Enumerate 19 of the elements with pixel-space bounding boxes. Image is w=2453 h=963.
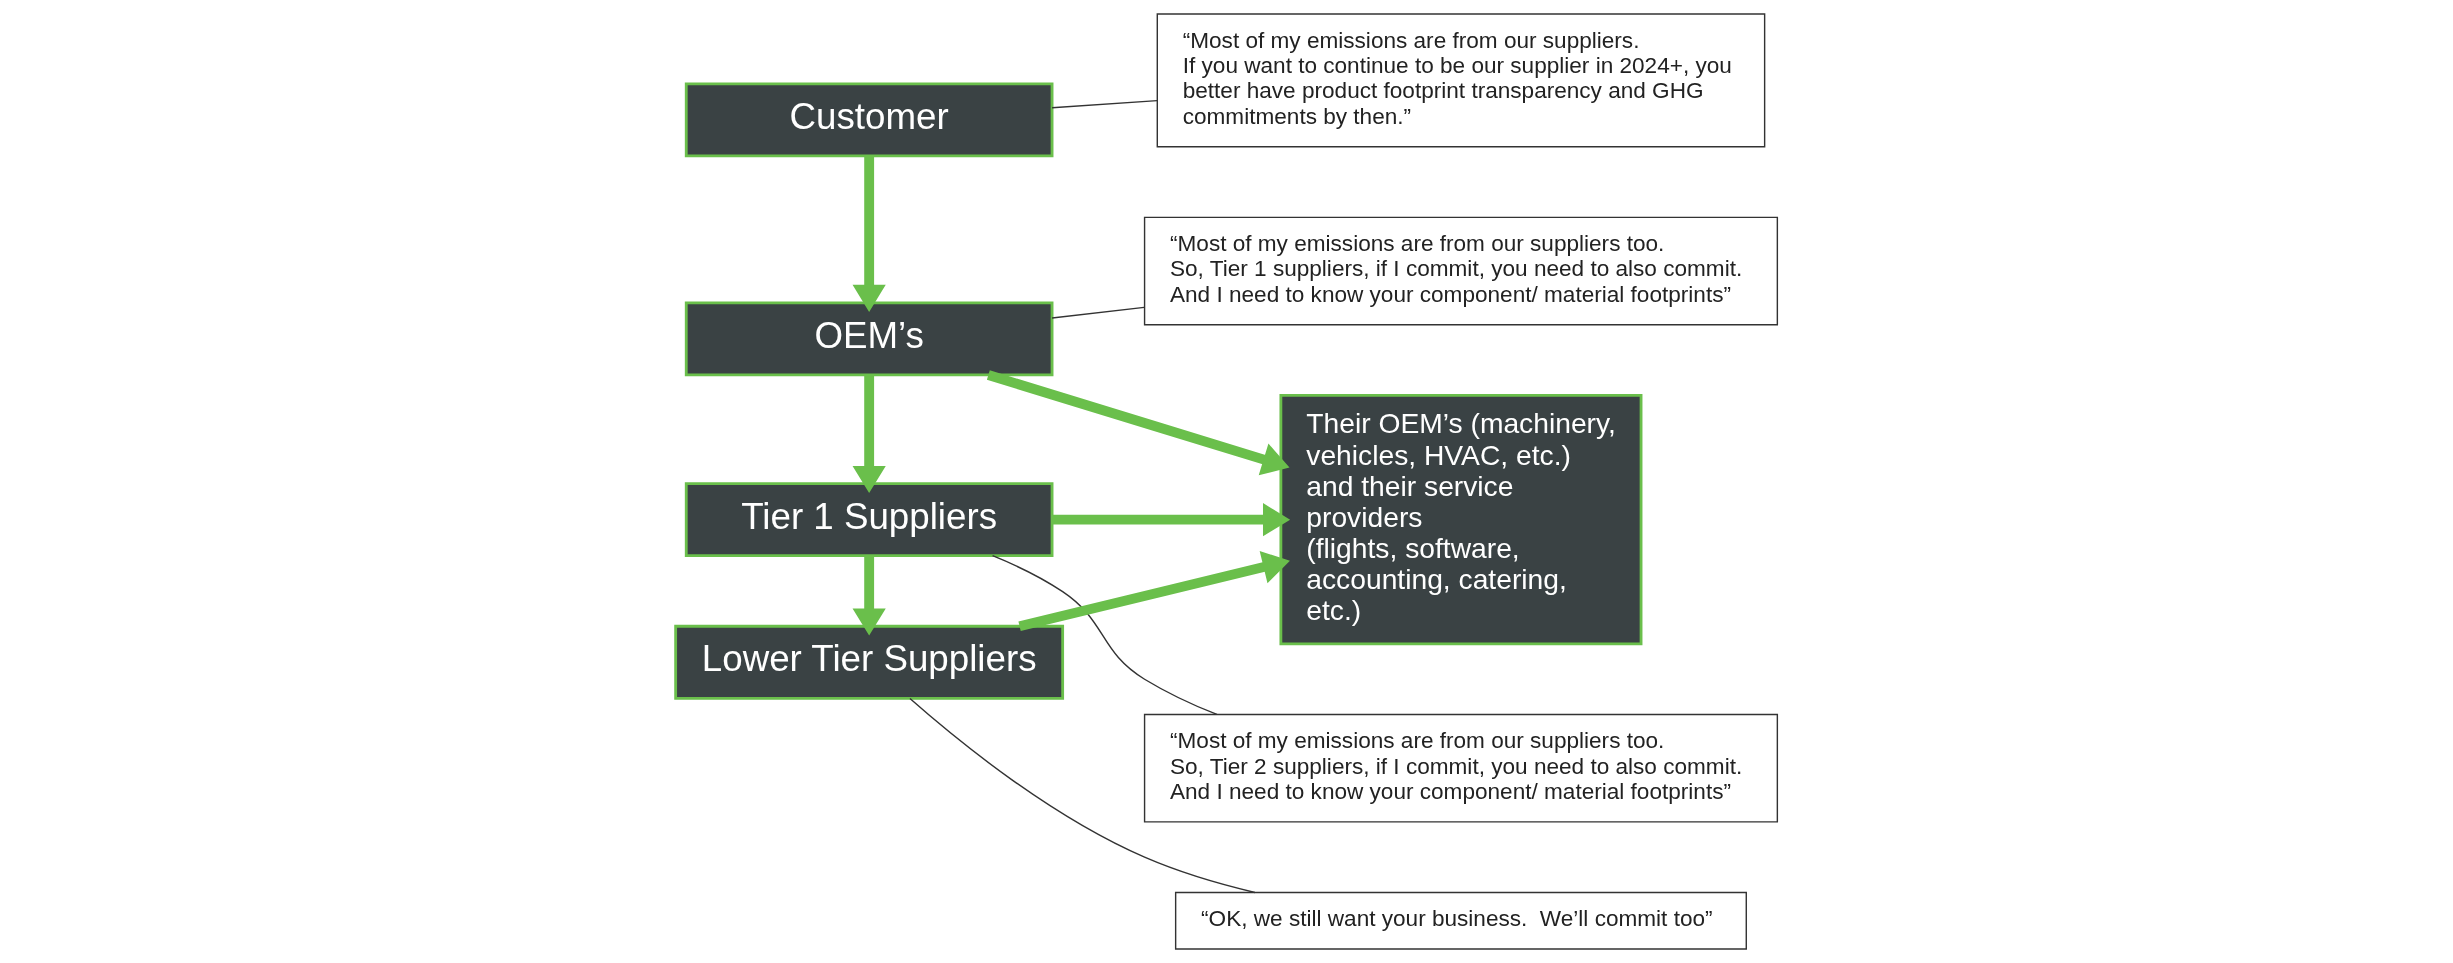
node-box: Lower Tier Suppliers xyxy=(674,624,1065,700)
arrow xyxy=(1018,550,1290,631)
connector xyxy=(1051,99,1158,109)
arrow xyxy=(852,555,886,636)
node-box: “Most of my emissions are from our suppliers too. So, Tier 1 suppliers, if I commit, you need to also commit. And I need to know your component/ material footprints” xyxy=(1143,216,1779,326)
node-box: Customer xyxy=(684,82,1054,158)
node-box: OEM’s xyxy=(684,301,1054,377)
connector xyxy=(1051,306,1145,319)
connector xyxy=(909,697,1256,894)
node-box: Their OEM’s (machinery, vehicles, HVAC, etc.) and their service providers (flights, software, accounting, catering, etc.) xyxy=(1279,393,1643,646)
arrow xyxy=(1052,503,1291,537)
connector xyxy=(991,555,1218,716)
arrow xyxy=(852,375,886,494)
node-box: “OK, we still want your business. We’ll commit too” xyxy=(1174,891,1747,950)
node-box: Tier 1 Suppliers xyxy=(684,482,1054,558)
node-box: “Most of my emissions are from our suppliers too. So, Tier 2 suppliers, if I commit, you need to also commit. And I need to know your component/ material footprints” xyxy=(1143,713,1779,823)
node-box: “Most of my emissions are from our suppliers. If you want to continue to be our supplier in 2024+, you better have product footprint transparency and GHG commitments by then.” xyxy=(1156,13,1766,148)
arrow xyxy=(986,370,1290,476)
arrow xyxy=(852,155,886,312)
